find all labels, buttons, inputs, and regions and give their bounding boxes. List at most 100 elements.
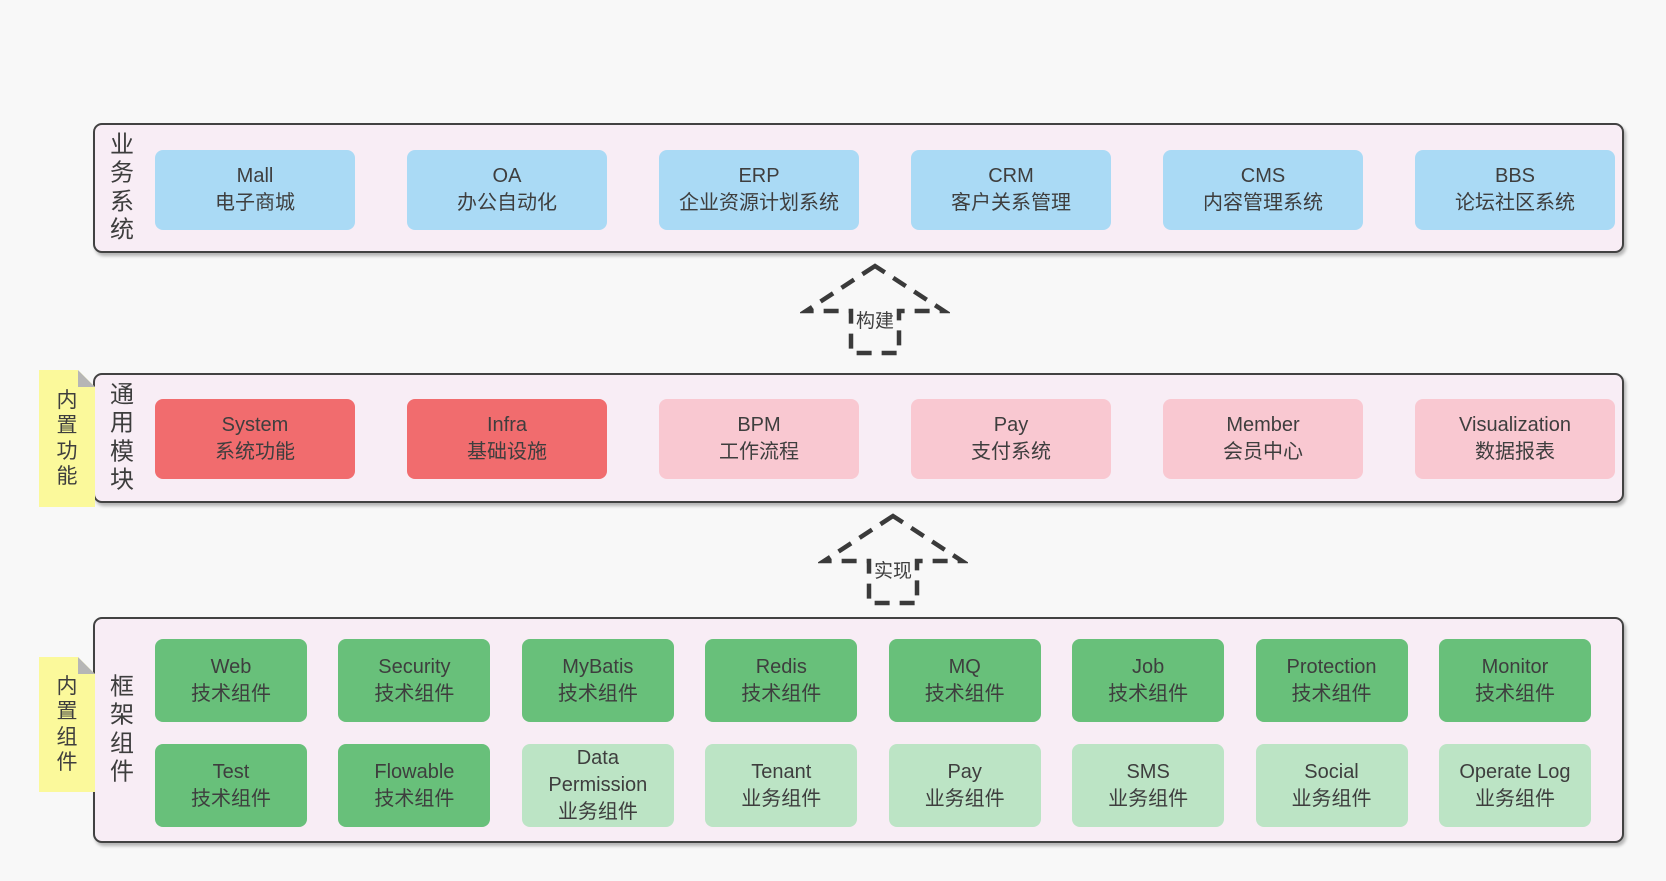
box-bpm: BPM 工作流程 (659, 399, 859, 479)
band-label-business-systems: 业务系统 (110, 131, 134, 244)
box-system: System 系统功能 (155, 399, 355, 479)
box-redis: Redis 技术组件 (705, 639, 858, 722)
box-monitor: Monitor 技术组件 (1438, 639, 1591, 722)
box-name: Pay (993, 414, 1029, 436)
box-desc: 技术组件 (191, 787, 271, 810)
box-desc: 论坛社区系统 (1455, 192, 1575, 214)
band-common-modules: 内置功能 通用模块 System 系统功能 Infra 基础设施 BPM 工作流… (93, 373, 1624, 503)
box-name: Infra (486, 414, 528, 436)
box-social: Social 业务组件 (1255, 744, 1408, 827)
box-desc: 业务组件 (1108, 787, 1189, 810)
box-desc: 技术组件 (1474, 682, 1555, 705)
box-desc: 技术组件 (741, 682, 822, 705)
box-desc: 电子商城 (215, 192, 295, 214)
box-name: Member (1226, 414, 1300, 436)
build-arrow: 构建 (800, 262, 950, 357)
box-name: Social (1304, 760, 1359, 783)
box-mall: Mall 电子商城 (155, 150, 355, 230)
box-name: Security (378, 655, 451, 678)
up-arrow-icon (800, 263, 950, 356)
box-name: Protection (1286, 655, 1377, 678)
box-desc: 会员中心 (1223, 441, 1303, 463)
box-mq: MQ 技术组件 (888, 639, 1041, 722)
box-desc: 基础设施 (467, 441, 547, 463)
up-arrow-icon (818, 513, 968, 606)
box-desc: 业务组件 (741, 787, 822, 810)
box-name: Redis (755, 655, 807, 678)
box-sms: SMS 业务组件 (1072, 744, 1225, 827)
component-boxes: Web 技术组件 Security 技术组件 MyBatis 技术组件 Redi… (155, 639, 1591, 827)
box-name: MyBatis (562, 655, 634, 678)
box-desc: 客户关系管理 (951, 192, 1071, 214)
box-desc: 技术组件 (374, 787, 455, 810)
box-name: CRM (988, 165, 1034, 187)
box-security: Security 技术组件 (338, 639, 491, 722)
box-infra: Infra 基础设施 (407, 399, 607, 479)
sticky-note-built-in-features: 内置功能 (39, 370, 95, 507)
box-desc: 企业资源计划系统 (679, 192, 839, 214)
box-desc: 业务组件 (924, 787, 1005, 810)
box-flowable: Flowable 技术组件 (338, 744, 491, 827)
box-name: System (221, 414, 289, 436)
box-erp: ERP 企业资源计划系统 (659, 150, 859, 230)
box-pay-component: Pay 业务组件 (888, 744, 1041, 827)
box-name: Monitor (1481, 655, 1549, 678)
box-web: Web 技术组件 (155, 639, 307, 722)
box-data-permission: Data Permission 业务组件 (521, 744, 674, 827)
box-protection: Protection 技术组件 (1255, 639, 1408, 722)
box-desc: 技术组件 (191, 682, 271, 705)
box-visualization: Visualization 数据报表 (1415, 399, 1615, 479)
box-desc: 内容管理系统 (1203, 192, 1323, 214)
box-name: Mall (236, 165, 274, 187)
box-name: Flowable (374, 760, 455, 783)
box-name: BBS (1494, 165, 1536, 187)
module-boxes: System 系统功能 Infra 基础设施 BPM 工作流程 Pay 支付系统… (155, 399, 1615, 479)
box-desc: 技术组件 (1291, 682, 1372, 705)
sticky-note-built-in-components: 内置组件 (39, 657, 95, 792)
box-mybatis: MyBatis 技术组件 (521, 639, 674, 722)
sticky-note-text: 内置功能 (56, 388, 78, 489)
box-desc: 技术组件 (374, 682, 455, 705)
box-bbs: BBS 论坛社区系统 (1415, 150, 1615, 230)
box-desc: 办公自动化 (457, 192, 557, 214)
box-desc: 业务组件 (1474, 787, 1555, 810)
box-oa: OA 办公自动化 (407, 150, 607, 230)
box-cms: CMS 内容管理系统 (1163, 150, 1363, 230)
box-desc: 工作流程 (719, 441, 799, 463)
box-desc: 技术组件 (924, 682, 1005, 705)
box-desc: 业务组件 (1291, 787, 1372, 810)
box-job: Job 技术组件 (1072, 639, 1225, 722)
box-desc: 系统功能 (215, 441, 295, 463)
box-name: Job (1131, 655, 1165, 678)
box-tenant: Tenant 业务组件 (705, 744, 858, 827)
box-name: Web (210, 655, 252, 678)
box-desc: 数据报表 (1475, 441, 1555, 463)
box-name: CMS (1240, 165, 1286, 187)
implement-arrow: 实现 (818, 512, 968, 607)
band-label-common-modules: 通用模块 (110, 381, 134, 494)
box-name: BPM (737, 414, 781, 436)
box-desc: 技术组件 (1108, 682, 1189, 705)
box-name: Data Permission (548, 747, 648, 796)
box-name: Tenant (751, 760, 812, 783)
box-name: ERP (738, 165, 780, 187)
business-boxes: Mall 电子商城 OA 办公自动化 ERP 企业资源计划系统 CRM 客户关系… (155, 150, 1615, 230)
box-name: SMS (1126, 760, 1170, 783)
box-name: Test (212, 760, 250, 783)
band-framework-components: 内置组件 框架组件 Web 技术组件 Security 技术组件 MyBatis… (93, 617, 1624, 843)
box-name: Operate Log (1459, 760, 1571, 783)
box-desc: 技术组件 (557, 682, 638, 705)
band-label-framework-components: 框架组件 (110, 673, 134, 786)
box-desc: 支付系统 (971, 441, 1051, 463)
band-business-systems: 业务系统 Mall 电子商城 OA 办公自动化 ERP 企业资源计划系统 CRM… (93, 123, 1624, 253)
implement-arrow-label: 实现 (873, 561, 912, 582)
box-name: OA (492, 165, 522, 187)
box-name: MQ (948, 655, 981, 678)
box-desc: 业务组件 (557, 801, 638, 823)
box-operate-log: Operate Log 业务组件 (1438, 744, 1591, 827)
box-crm: CRM 客户关系管理 (911, 150, 1111, 230)
box-test: Test 技术组件 (155, 744, 307, 827)
box-name: Visualization (1459, 414, 1571, 436)
box-pay-system: Pay 支付系统 (911, 399, 1111, 479)
